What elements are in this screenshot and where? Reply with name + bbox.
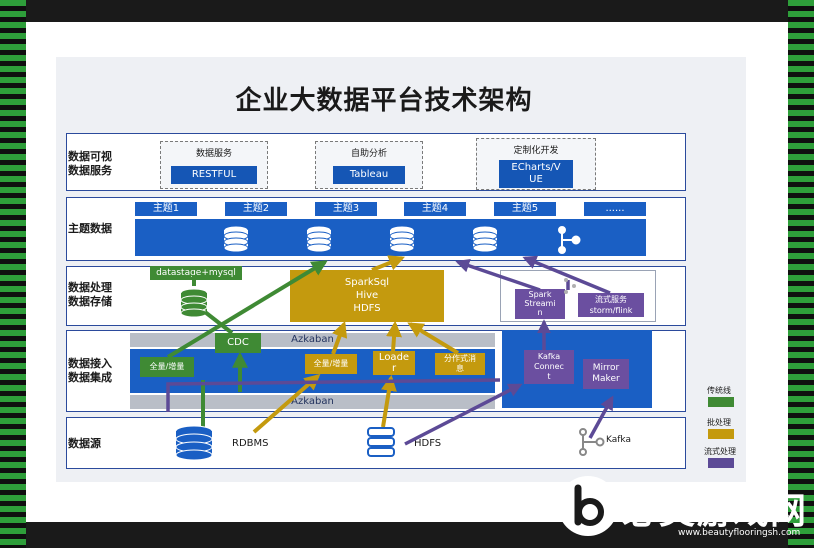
layer-label-processing: 数据处理数据存储	[68, 281, 112, 308]
full-incremental-gold-box[interactable]: 全量/增量	[305, 354, 357, 374]
topic-tab-more[interactable]: ......	[584, 202, 646, 216]
topic-tab-4[interactable]: 主题4	[404, 202, 466, 216]
gold-arrow-rdbms	[252, 373, 321, 434]
tableau-button[interactable]: Tableau	[333, 166, 405, 184]
gold-arrow-msg-to-spark	[407, 322, 460, 355]
gold-arrow-full-to-spark	[331, 320, 348, 355]
full-incremental-green-box[interactable]: 全量/增量	[140, 357, 194, 377]
service-self-analysis: 自助分析 Tableau	[315, 141, 423, 189]
service-data-service: 数据服务 RESTFUL	[160, 141, 268, 189]
legend-swatch-batch	[708, 429, 734, 439]
topic-tab-3[interactable]: 主题3	[315, 202, 377, 216]
network-node-icon	[558, 226, 581, 254]
watermark-logo	[558, 476, 618, 536]
watermark-b-icon	[574, 484, 604, 526]
watermark-brand-text: 必美游戏网	[622, 490, 808, 532]
layer-label-integration: 数据接入数据集成	[68, 357, 112, 384]
left-border-stripe	[0, 0, 26, 548]
legend-swatch-traditional	[708, 397, 734, 407]
layer-label-topic: 主题数据	[68, 222, 112, 235]
green-line-db-cdc	[203, 310, 234, 335]
database-icon-4	[472, 225, 498, 253]
purple-line-integration	[166, 378, 501, 412]
hdfs-label: HDFS	[414, 438, 442, 449]
kafka-label: Kafka	[606, 435, 631, 445]
topic-tab-2[interactable]: 主题2	[225, 202, 287, 216]
gold-arrow-loader-to-spark	[386, 320, 403, 352]
database-icon-3	[389, 225, 415, 253]
hdfs-storage-icon	[367, 427, 395, 457]
gold-arrow-spark-to-topics	[371, 255, 405, 272]
legend-swatch-stream	[708, 458, 734, 468]
topic-tab-5[interactable]: 主题5	[494, 202, 556, 216]
watermark-url: www.beautyflooringsh.com	[678, 528, 801, 538]
layer-label-visualization: 数据可视数据服务	[68, 150, 112, 177]
database-icon-1	[223, 225, 249, 253]
rdbms-label: RDBMS	[232, 438, 269, 449]
processing-database-icon	[180, 288, 208, 318]
azkaban-bottom-band: Azkaban	[130, 395, 495, 409]
gold-arrow-hdfs	[381, 374, 397, 428]
restful-button[interactable]: RESTFUL	[171, 166, 257, 184]
diagram-title: 企业大数据平台技术架构	[235, 86, 533, 116]
stream-decoration-icon	[564, 278, 576, 294]
legend-label-traditional: 传统线	[707, 386, 731, 395]
rdbms-database-icon	[175, 425, 213, 461]
purple-arrow-hdfs-kafka	[404, 383, 523, 446]
layer-label-sources: 数据源	[68, 437, 101, 450]
legend-label-stream: 流式处理	[704, 447, 736, 456]
green-arrow-to-topics	[166, 260, 328, 359]
database-icon-2	[306, 225, 332, 253]
topic-tab-1[interactable]: 主题1	[135, 202, 197, 216]
cdc-box[interactable]: CDC	[215, 333, 261, 353]
legend-label-batch: 批处理	[707, 418, 731, 427]
purple-arrow-stream-topics	[522, 255, 611, 295]
datastage-box[interactable]: datastage+mysql	[150, 266, 242, 280]
right-border-stripe	[788, 0, 814, 548]
purple-arrow-kafka-mirror	[588, 395, 614, 439]
purple-arrow-spark-topics	[455, 258, 541, 292]
distributed-message-box[interactable]: 分作式消息	[435, 353, 485, 375]
kafka-icon	[579, 428, 605, 456]
